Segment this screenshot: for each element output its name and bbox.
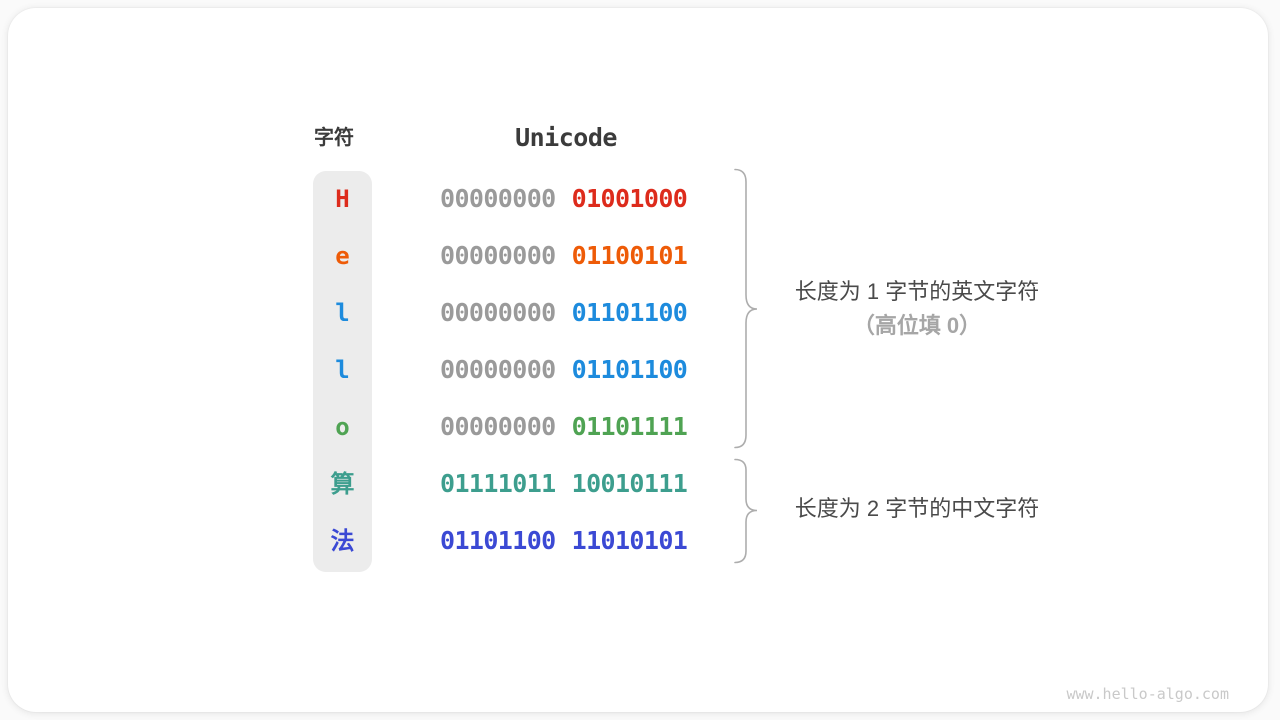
unicode-column-header: Unicode	[515, 123, 617, 152]
char-cell-l2: l	[335, 356, 350, 384]
binary-cell-e: 00000000 01100101	[440, 240, 740, 272]
binary-cell-suan: 01111011 10010111	[440, 468, 740, 500]
brace-english-group	[731, 168, 761, 449]
brace-chinese-group	[731, 458, 761, 564]
low-byte: 01001000	[571, 184, 688, 213]
annotation-chinese-chars: 长度为 2 字节的中文字符	[794, 496, 1040, 521]
diagram-card: 字符 Unicode H 00000000 01001000 e 00000000…	[8, 8, 1268, 712]
high-byte: 01101100	[440, 526, 556, 555]
annotation-high-bits-zero: （高位填 0）	[852, 313, 982, 338]
high-byte: 00000000	[440, 184, 556, 213]
binary-cell-h: 00000000 01001000	[440, 183, 740, 215]
high-byte: 01111011	[440, 469, 556, 498]
binary-cell-o: 00000000 01101111	[440, 411, 740, 443]
high-byte: 00000000	[440, 298, 556, 327]
char-column-background	[313, 171, 372, 572]
char-column-header: 字符	[314, 127, 354, 149]
high-byte: 00000000	[440, 355, 556, 384]
high-byte: 00000000	[440, 241, 556, 270]
low-byte: 01101100	[571, 298, 688, 327]
char-cell-o: o	[335, 413, 350, 441]
low-byte: 10010111	[571, 469, 688, 498]
low-byte: 11010101	[571, 526, 688, 555]
watermark-url: www.hello-algo.com	[1066, 685, 1229, 703]
low-byte: 01101111	[571, 412, 688, 441]
low-byte: 01101100	[571, 355, 688, 384]
binary-cell-fa: 01101100 11010101	[440, 525, 740, 557]
high-byte: 00000000	[440, 412, 556, 441]
annotation-english-chars: 长度为 1 字节的英文字符	[794, 279, 1040, 304]
char-cell-h: H	[335, 185, 350, 213]
low-byte: 01100101	[571, 241, 688, 270]
char-cell-fa: 法	[330, 527, 355, 555]
char-cell-l1: l	[335, 299, 350, 327]
char-cell-suan: 算	[330, 470, 355, 498]
char-cell-e: e	[335, 242, 350, 270]
binary-cell-l2: 00000000 01101100	[440, 354, 740, 386]
binary-cell-l1: 00000000 01101100	[440, 297, 740, 329]
